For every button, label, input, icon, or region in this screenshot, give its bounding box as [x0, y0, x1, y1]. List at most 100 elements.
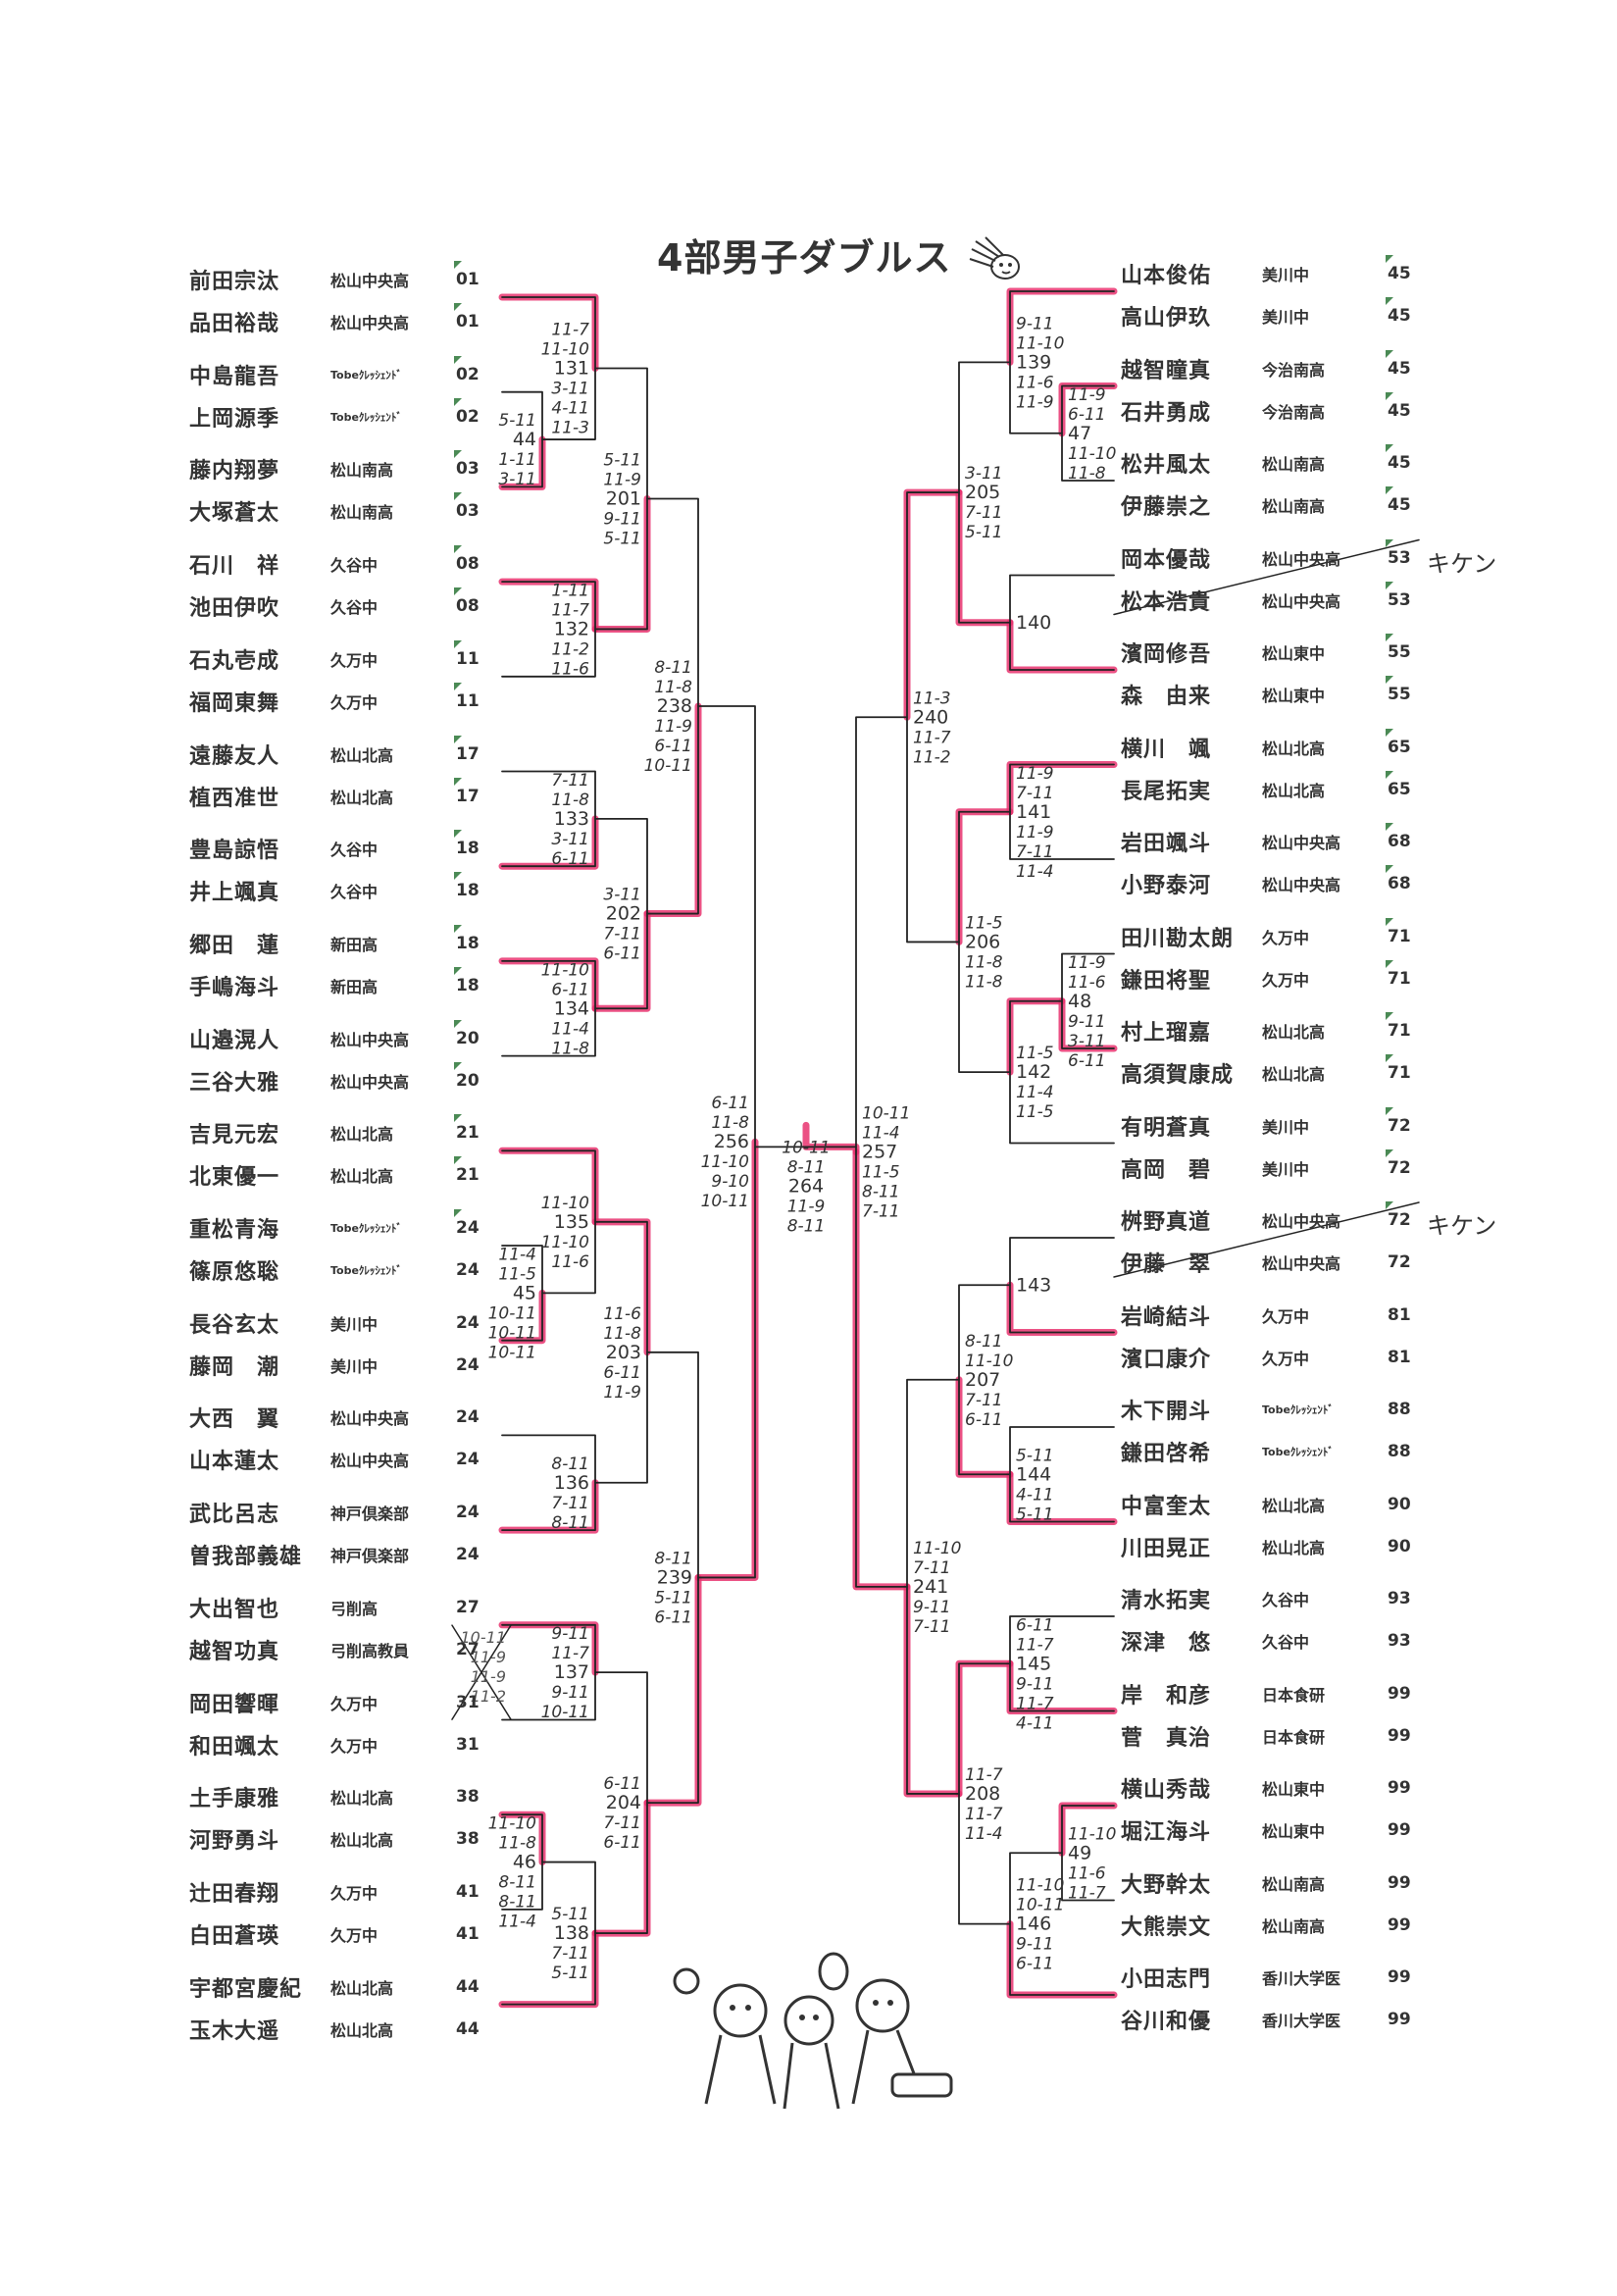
seed-mark-icon — [1386, 486, 1393, 494]
match-number: 46 — [513, 1852, 536, 1873]
school-name: 松山中央高 — [1262, 549, 1341, 569]
game-score: 6-11 — [603, 1774, 641, 1794]
game-score: 10-11 — [1016, 1896, 1064, 1915]
player-name: 小野泰河 — [1121, 874, 1212, 898]
game-score: 6-11 — [603, 1833, 641, 1853]
school-name: 松山南高 — [1262, 1874, 1326, 1894]
game-score: 11-7 — [1016, 1694, 1054, 1713]
match-number: 202 — [606, 903, 641, 925]
crossed-out-score: 11-2 — [471, 1687, 506, 1706]
seed-mark-icon — [454, 450, 462, 459]
seed-number-wrap: 38 — [456, 1787, 485, 1807]
player-name: 川田晃正 — [1121, 1536, 1212, 1561]
game-score: 11-5 — [862, 1163, 900, 1183]
game-score: 9-11 — [1016, 314, 1054, 333]
seed-number-wrap: 88 — [1388, 1400, 1417, 1419]
match-number: 257 — [862, 1142, 897, 1163]
school-name: 松山北高 — [1262, 1496, 1326, 1515]
seed-number: 21 — [456, 1123, 480, 1144]
match-number: 145 — [1016, 1653, 1051, 1674]
seed-mark-icon — [1386, 1054, 1393, 1062]
player-name: 横川 颯 — [1121, 737, 1212, 762]
school-name: Tobeｸﾚｯｼｪﾝﾄﾞ — [1262, 1446, 1334, 1458]
seed-number: 81 — [1388, 1347, 1411, 1367]
game-score: 3-11 — [551, 830, 589, 849]
seed-number-wrap: 71 — [1386, 1012, 1417, 1041]
game-score: 11-3 — [913, 689, 951, 708]
player-name: 郷田 蓮 — [189, 933, 280, 958]
seed-number: 72 — [1388, 1252, 1411, 1272]
seed-number-wrap: 08 — [454, 587, 485, 616]
seed-number: 99 — [1388, 1725, 1411, 1746]
player-name: 菅 真治 — [1121, 1725, 1212, 1751]
game-score: 10-11 — [488, 1323, 536, 1343]
school-name: 久万中 — [330, 1736, 379, 1756]
school-name: 香川大学医 — [1262, 2012, 1341, 2030]
bracket-lines-layer — [451, 290, 1420, 2006]
game-score: 11-7 — [551, 600, 589, 620]
game-score: 11-7 — [965, 1805, 1003, 1824]
game-score: 7-11 — [965, 503, 1003, 523]
game-score: 6-11 — [1068, 1051, 1106, 1071]
school-name: 松山東中 — [1262, 1822, 1326, 1841]
seed-number-wrap: 24 — [456, 1260, 485, 1280]
player-name: 白田蒼瑛 — [189, 1923, 280, 1949]
player-name: 福岡東舞 — [189, 690, 280, 716]
game-score: 5-11 — [1016, 1505, 1054, 1524]
seed-mark-icon — [454, 682, 462, 690]
school-name: 松山南高 — [1262, 497, 1326, 516]
seed-number-wrap: 71 — [1386, 1054, 1417, 1083]
match-number: 133 — [554, 808, 589, 830]
game-score: 11-10 — [541, 1233, 589, 1252]
game-score: 6-11 — [551, 980, 589, 999]
school-name: 松山北高 — [1262, 781, 1326, 800]
player-name: 山邉滉人 — [189, 1028, 280, 1053]
game-score: 6-11 — [603, 1363, 641, 1383]
seed-mark-icon — [454, 924, 462, 933]
seed-mark-icon — [454, 830, 462, 839]
game-score: 7-11 — [551, 1494, 589, 1513]
seed-number-wrap: 27 — [456, 1640, 485, 1659]
game-score: 11-8 — [965, 952, 1003, 972]
game-score: 11-2 — [551, 639, 589, 659]
school-name: 久万中 — [330, 1883, 379, 1903]
game-score: 8-11 — [498, 1873, 536, 1893]
seed-number: 18 — [456, 881, 480, 901]
game-score: 10-11 — [488, 1303, 536, 1323]
player-name: 高山伊玖 — [1121, 306, 1212, 331]
seed-number-wrap: 99 — [1388, 1873, 1417, 1893]
cross-out-mark — [451, 1624, 512, 1720]
crossed-out-score: 10-11 — [461, 1628, 507, 1647]
seed-mark-icon — [1386, 917, 1393, 926]
school-name: 松山中央高 — [1262, 834, 1341, 852]
match-number: 208 — [965, 1783, 1000, 1805]
seed-mark-icon — [454, 1209, 462, 1217]
seed-number-wrap: 81 — [1388, 1348, 1417, 1367]
seed-number: 53 — [1388, 547, 1411, 568]
game-score: 4-11 — [551, 399, 589, 419]
seed-number: 24 — [456, 1312, 480, 1333]
match-number: 203 — [606, 1342, 641, 1363]
seed-mark-icon — [454, 777, 462, 786]
game-score: 3-11 — [498, 470, 536, 489]
seed-mark-icon — [454, 1061, 462, 1070]
player-name: 大西 翼 — [189, 1407, 280, 1433]
match-number: 139 — [1016, 351, 1051, 373]
seed-number-wrap: 02 — [454, 397, 485, 427]
game-score: 11-8 — [551, 1039, 589, 1058]
shuttlecock-icon — [969, 235, 1020, 280]
seed-number-wrap: 24 — [456, 1355, 485, 1375]
game-score: 9-11 — [551, 1683, 589, 1703]
seed-number: 72 — [1388, 1115, 1411, 1136]
